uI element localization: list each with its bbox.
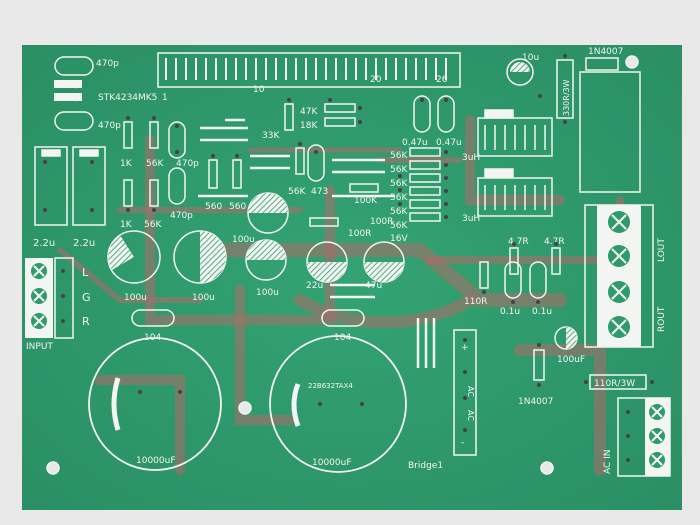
cap-01u-b: 0.1u [532,307,552,317]
input-cap-outlines [34,146,106,226]
ic-header: 1 10 20 26 [157,52,461,103]
film-caps-top [413,95,455,133]
res-1k-b: 1K [120,220,133,230]
cap-2u2-b: 2.2u [73,238,95,249]
bridge-pin-minus: - [461,438,464,448]
cap-10000uf-b: 10000uF [312,458,352,468]
bank-res-6: 56K [390,221,408,231]
power-film-caps [131,309,365,327]
cap-100uf: 100uF [557,355,585,365]
res-1k-a: 1K [120,159,133,169]
ac-in-terminal [617,397,671,477]
res-330r-3w: 330R/3W [562,79,571,116]
res-100r-b: 100R [348,229,371,239]
bridge-jumpers [416,318,436,368]
input-label: INPUT [26,342,53,352]
cap-01u-a: 0.1u [500,307,520,317]
zobel-parts [479,247,561,299]
res-100r-a: 100R [370,217,393,227]
diode-1n4007-a: 1N4007 [588,47,623,57]
top-right-cap [506,58,534,86]
cap-104-b: 104 [334,333,351,343]
ac-in-label: AC IN [603,449,613,474]
cap-100u-a: 100u [232,235,255,245]
res-18k: 18K [300,121,318,131]
cap-10u: 10u [522,53,539,63]
cap-marking: 22B632TAX4 [308,382,353,390]
ic-part-label: STK4234MK5 [98,93,157,103]
cap-22u: 22u [306,281,323,291]
bank-res-5: 56K [390,207,408,217]
pin-label-20: 20 [370,75,382,85]
res-56k-a: 56K [146,159,164,169]
pin-label-10: 10 [253,85,265,95]
label-16v: 16V [390,234,408,244]
cap-470p-e: 470p [176,159,199,169]
cap-470p-a: 470p [96,59,119,69]
ind-tag-b: 4.7R [488,170,504,178]
diode-1n4007-b: 1N4007 [518,397,553,407]
pcb-board [22,45,682,510]
bridge-pin-ac-b: AC [466,410,475,421]
inductor-grid [477,109,553,217]
resistor-bank [409,147,441,222]
bank-res-2: 56K [390,165,408,175]
cap-100u-c: 100u [192,293,215,303]
res-33k: 33K [262,131,280,141]
bank-res-1: 56K [390,151,408,161]
cap-470p-c: 470p [60,93,80,102]
res-56k-c: 56K [288,187,306,197]
cap-10000uf-a: 10000uF [136,456,176,466]
res-56k-b: 56K [144,220,162,230]
cap-470p-b: 470p [60,80,80,89]
input-pin-l: L [82,266,89,279]
pin-label-26: 26 [436,75,448,85]
upper-center-parts [284,103,379,227]
res-110r: 110R [464,297,487,307]
top-left-caps [54,56,94,131]
cap-470p-f: 470p [170,211,193,221]
label-rout: ROUT [657,306,667,332]
res-100k-a: 100K [354,196,378,206]
jumper-lines [198,118,395,299]
cap-470p-d: 470p [98,121,121,131]
bridge-pin-plus: + [461,343,469,353]
inductor-3uh-a: 3uH [462,153,480,163]
bridge-rectifier [453,329,477,456]
bank-res-4: 56K [390,193,408,203]
ind-tag-a: 4.7R [488,111,504,119]
res-560-b: 560 [229,202,246,212]
cap-100u-b: 100u [124,293,147,303]
diode-outline [533,349,545,381]
res-110r-3w: 110R/3W [594,379,635,389]
cap-473: 473 [311,187,328,197]
drill-holes [43,54,654,462]
cap-2u2-a: 2.2u [33,238,55,249]
label-lout: LOUT [657,238,667,262]
cap-047u-a: 0.47u [402,138,428,148]
main-filter-caps [88,335,407,473]
input-pin-r: R [82,315,90,328]
mounting-holes [46,55,639,475]
input-terminal [25,257,74,339]
output-terminal [584,204,654,348]
bridge-pin-ac-a: AC [466,386,475,397]
input-pin-g: G [82,291,91,304]
pin-label-1: 1 [162,93,168,103]
res-560-a: 560 [205,202,222,212]
mid-left-parts [123,121,242,207]
cap-100u-d: 100u [256,288,279,298]
cap-47u: 47u [365,281,382,291]
res-110r-3w-outline [589,374,647,390]
top-right-diode [556,57,641,193]
bridge-label: Bridge1 [408,461,443,471]
inductor-3uh-b: 3uH [462,214,480,224]
res-4r7-b: 4.7R [544,237,565,247]
res-4r7-a: 4.7R [508,237,529,247]
mid-electrolytics [107,192,578,350]
cap-047u-b: 0.47u [436,138,462,148]
bank-res-3: 56K [390,179,408,189]
res-47k: 47K [300,107,318,117]
